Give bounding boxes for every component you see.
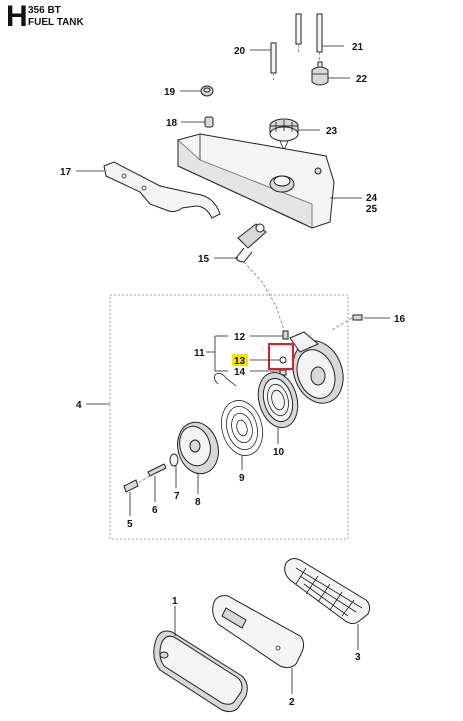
part-3-air-grid: [284, 558, 371, 625]
callout-8: 8: [195, 497, 201, 508]
part-12-pin: [282, 330, 289, 340]
model-name: 356 BT: [28, 5, 61, 16]
callout-11: 11: [194, 348, 205, 359]
part-7-washer: [169, 453, 179, 467]
starter-rope-dashed: [243, 261, 285, 331]
section-letter: H: [6, 0, 28, 33]
callout-17: 17: [60, 167, 72, 178]
callout-15: 15: [198, 254, 210, 265]
callout-4: 4: [76, 400, 82, 411]
spring-clip: [214, 373, 237, 387]
callout-22: 22: [356, 74, 368, 85]
callout-6: 6: [152, 505, 158, 516]
callout-10: 10: [273, 447, 285, 458]
part-8-pulley: [177, 421, 219, 475]
part-15-starter-grip: [235, 223, 267, 263]
callout-20: 20: [234, 46, 246, 57]
part-19-grommet: [200, 85, 214, 97]
callout-7: 7: [174, 491, 180, 502]
callout-18: 18: [166, 118, 178, 129]
part-17-handle-bracket: [103, 161, 221, 219]
callout-14: 14: [234, 367, 246, 378]
callout-5: 5: [127, 519, 133, 530]
part-5-bolt: [123, 479, 139, 493]
part-23-fuel-cap: [269, 118, 299, 151]
callout-23: 23: [326, 126, 338, 137]
part-21-rod-left: [295, 13, 302, 52]
part-20-rod: [270, 42, 277, 80]
part-9-spring: [220, 400, 264, 456]
callout-19: 19: [164, 87, 176, 98]
callout-24: 24: [366, 193, 378, 204]
part-2-cover-plate: [212, 595, 305, 669]
callout-3: 3: [355, 652, 361, 663]
part-24-25-fuel-tank: [177, 133, 335, 229]
part-22-fuel-filter: [311, 61, 329, 86]
part-10-recoil-spring: [257, 372, 299, 428]
section-title: FUEL TANK: [28, 17, 84, 28]
callout-9: 9: [239, 473, 245, 484]
part-1-outer-cover: [153, 630, 248, 713]
part-6-screw: [147, 463, 167, 477]
part-13-washer: [279, 356, 287, 364]
starter-housing: [289, 331, 344, 404]
leader-lines: [76, 45, 390, 694]
part-18-vent: [204, 116, 214, 128]
part-16-screw: [331, 314, 363, 331]
part-21-rod-right: [316, 13, 323, 62]
callout-25: 25: [366, 204, 378, 215]
callout-16: 16: [394, 314, 406, 325]
callout-21: 21: [352, 42, 364, 53]
callout-13-highlight-bg: [232, 354, 248, 366]
callout-13: 13: [234, 356, 246, 367]
screw-axis-dashed: [135, 475, 151, 485]
callout-1: 1: [172, 596, 178, 607]
callout-12: 12: [234, 332, 246, 343]
starter-assembly-box: [109, 294, 349, 540]
highlight-box-13: [268, 343, 294, 370]
callout-2: 2: [289, 697, 295, 708]
